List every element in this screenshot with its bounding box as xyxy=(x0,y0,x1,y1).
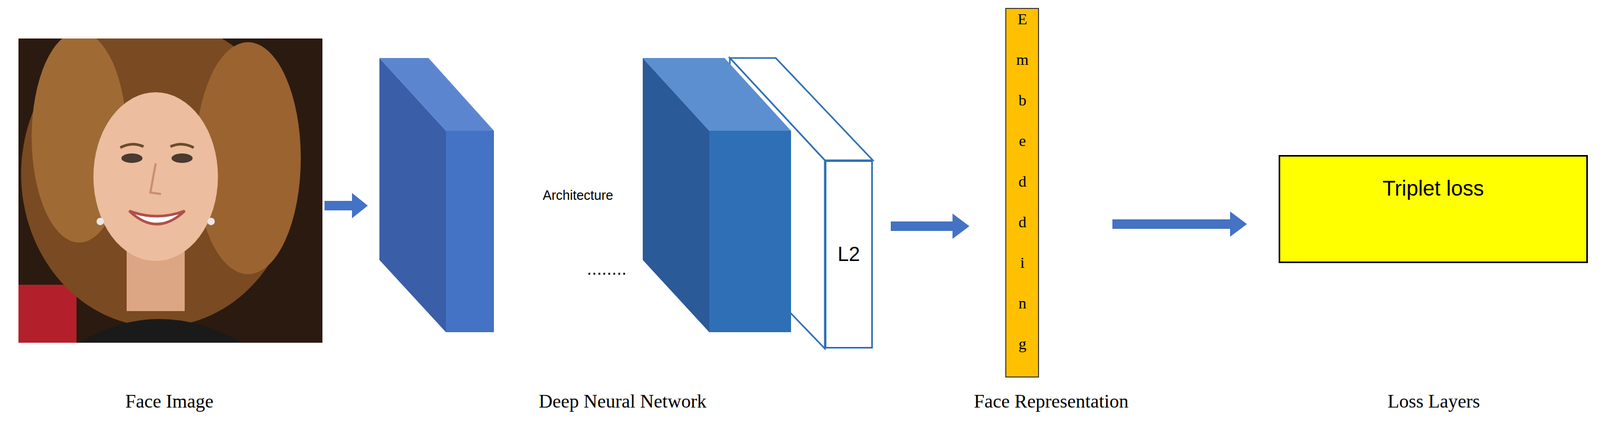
smile xyxy=(129,211,185,225)
node-text: Embedding xyxy=(1014,10,1031,376)
l2-layer-box: L2 xyxy=(824,160,873,349)
stage-caption: Loss Layers xyxy=(1387,390,1481,413)
stage-caption: Face Image xyxy=(125,390,214,413)
block-front xyxy=(709,130,792,333)
embedding-box: Embedding xyxy=(1005,7,1040,378)
eye xyxy=(171,153,193,164)
block-front xyxy=(445,130,494,333)
eyebrow xyxy=(170,144,194,148)
eyebrow xyxy=(120,144,144,148)
block-side xyxy=(642,58,710,333)
earring xyxy=(207,217,215,226)
flow-arrow xyxy=(1112,211,1247,237)
earring xyxy=(96,217,104,226)
layer-label: Architecture xyxy=(543,187,614,204)
face-photo xyxy=(18,38,323,344)
node-text: L2 xyxy=(837,243,860,266)
eye xyxy=(121,153,143,164)
loss-box: Triplet loss xyxy=(1278,155,1588,264)
flow-arrow xyxy=(890,213,970,240)
node-text: Triplet loss xyxy=(1382,176,1484,201)
face xyxy=(93,92,218,262)
ellipsis-label: ........ xyxy=(586,258,627,280)
top-garment xyxy=(79,319,243,344)
stage-caption: Face Representation xyxy=(974,390,1129,413)
conv-layer-block xyxy=(379,58,494,333)
photo-red-patch xyxy=(18,284,77,344)
conv-layer-block xyxy=(642,58,792,333)
input-arrow xyxy=(324,193,368,219)
block-side xyxy=(379,58,446,333)
stage-caption: Deep Neural Network xyxy=(538,390,707,413)
nose xyxy=(150,163,161,195)
